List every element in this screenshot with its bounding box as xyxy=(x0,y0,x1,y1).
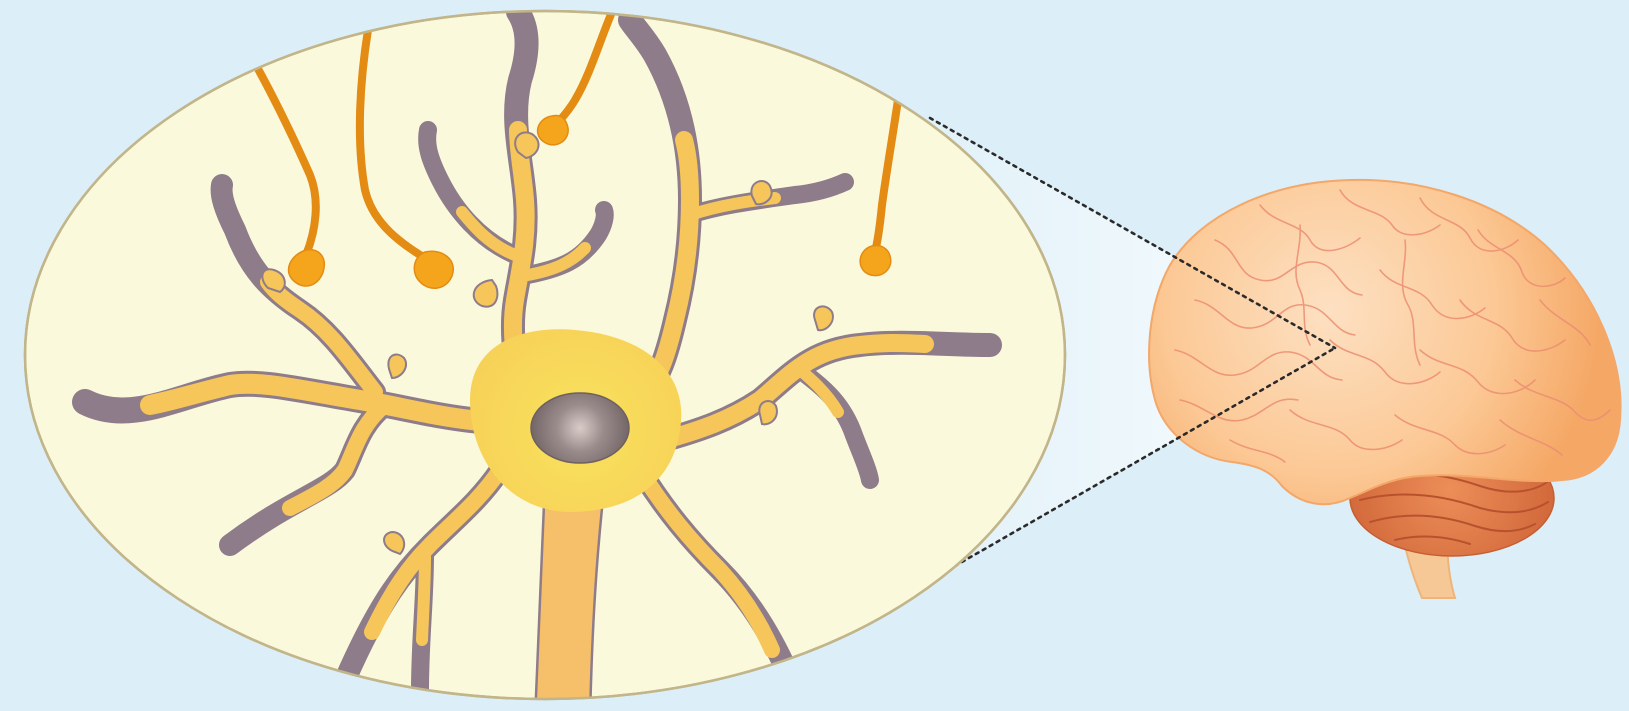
cell-nucleus-icon xyxy=(531,393,629,463)
axon-terminal-bulb xyxy=(538,116,569,145)
axon-terminal-bulb xyxy=(860,245,891,275)
axon-terminal-bulb xyxy=(414,251,453,288)
